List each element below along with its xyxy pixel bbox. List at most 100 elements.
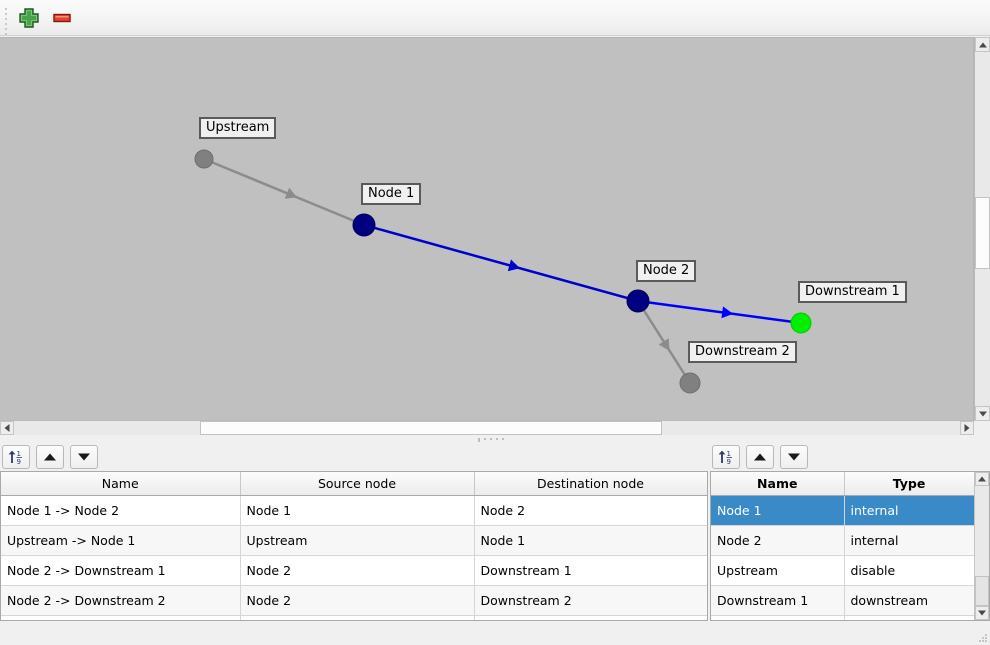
scroll-left-button[interactable] bbox=[0, 421, 14, 435]
nodes-scroll-thumb[interactable] bbox=[975, 576, 989, 606]
node-label-node2[interactable]: Node 2 bbox=[636, 260, 697, 282]
red-minus-delete-icon bbox=[53, 13, 71, 23]
svg-text:1: 1 bbox=[17, 450, 21, 458]
node-label-node1[interactable]: Node 1 bbox=[361, 183, 422, 205]
canvas-vertical-scrollbar[interactable] bbox=[974, 37, 990, 421]
nodes-table-empty-row[interactable] bbox=[711, 615, 975, 620]
nodes-scroll-down-button[interactable] bbox=[975, 606, 989, 620]
edges-cell-destination-node: Node 1 bbox=[474, 525, 707, 556]
horizontal-splitter[interactable] bbox=[0, 435, 990, 443]
column-header-name[interactable]: Name bbox=[1, 472, 241, 496]
scroll-right-button[interactable] bbox=[960, 421, 974, 435]
add-node-button[interactable] bbox=[17, 7, 41, 29]
edges-cell-source-node: Node 2 bbox=[240, 585, 475, 616]
edges-cell-destination-node: Downstream 2 bbox=[474, 585, 707, 616]
graph-drawing bbox=[194, 149, 812, 394]
svg-text:9: 9 bbox=[17, 458, 21, 466]
nodes-scroll-up-button[interactable] bbox=[975, 472, 989, 486]
edges-toolbar: 1 9 bbox=[0, 443, 710, 471]
chevron-up-icon bbox=[978, 42, 987, 47]
status-area bbox=[0, 623, 990, 645]
node-label-downstream1[interactable]: Downstream 1 bbox=[798, 281, 907, 303]
nodes-cell-type: internal bbox=[844, 525, 975, 556]
graph-node-downstream2[interactable] bbox=[679, 372, 701, 394]
edges-cell-source-node: Upstream bbox=[240, 525, 475, 556]
edge-arrowhead-node2-downstream1 bbox=[721, 306, 734, 319]
column-header-name[interactable]: Name bbox=[711, 472, 845, 496]
graph-node-node1[interactable] bbox=[352, 213, 376, 237]
column-header-destination-node[interactable]: Destination node bbox=[474, 472, 707, 496]
edges-sort-button[interactable]: 1 9 bbox=[2, 445, 30, 469]
graph-edge-node1-node2[interactable] bbox=[363, 223, 639, 303]
edges-move-down-button[interactable] bbox=[70, 445, 98, 469]
edges-cell-name: Node 2 -> Downstream 2 bbox=[1, 585, 241, 616]
edges-cell-source-node: Node 1 bbox=[240, 495, 475, 526]
edges-empty-cell bbox=[240, 615, 475, 620]
nodes-cell-name: Upstream bbox=[711, 555, 845, 586]
chevron-down-icon bbox=[978, 610, 986, 616]
edges-cell-name: Upstream -> Node 1 bbox=[1, 525, 241, 556]
canvas-horizontal-scrollbar[interactable] bbox=[0, 420, 974, 435]
triangle-down-icon bbox=[788, 453, 800, 461]
column-header-source-node[interactable]: Source node bbox=[240, 472, 475, 496]
nodes-cell-name: Node 2 bbox=[711, 525, 845, 556]
graph-node-upstream[interactable] bbox=[194, 149, 214, 169]
column-header-type[interactable]: Type bbox=[844, 472, 975, 496]
svg-text:1: 1 bbox=[727, 450, 731, 458]
nodes-move-down-button[interactable] bbox=[780, 445, 808, 469]
nodes-move-up-button[interactable] bbox=[746, 445, 774, 469]
edges-cell-name: Node 1 -> Node 2 bbox=[1, 495, 241, 526]
nodes-vertical-scrollbar[interactable] bbox=[974, 472, 989, 620]
main-toolbar bbox=[0, 0, 990, 36]
nodes-empty-cell bbox=[711, 615, 845, 620]
horizontal-scroll-thumb[interactable] bbox=[200, 421, 662, 435]
svg-text:9: 9 bbox=[727, 458, 731, 466]
graph-edge-upstream-node1[interactable] bbox=[203, 157, 365, 227]
graph-node-node2[interactable] bbox=[626, 289, 650, 313]
nodes-cell-type: disable bbox=[844, 555, 975, 586]
nodes-cell-type: internal bbox=[844, 495, 975, 526]
nodes-cell-name: Node 1 bbox=[711, 495, 845, 526]
sort-icon: 1 9 bbox=[8, 450, 22, 466]
edges-empty-cell bbox=[474, 615, 707, 620]
resize-grip[interactable] bbox=[979, 634, 987, 642]
nodes-sort-button[interactable]: 1 9 bbox=[712, 445, 740, 469]
toolbar-drag-handle[interactable] bbox=[5, 8, 9, 35]
graph-edge-node2-downstream1[interactable] bbox=[637, 299, 802, 325]
node-label-upstream[interactable]: Upstream bbox=[199, 117, 277, 139]
vertical-scroll-thumb[interactable] bbox=[975, 197, 990, 269]
scroll-up-button[interactable] bbox=[975, 37, 990, 52]
node-label-downstream2[interactable]: Downstream 2 bbox=[688, 341, 797, 363]
scroll-down-button[interactable] bbox=[975, 406, 990, 421]
nodes-cell-type: downstream bbox=[844, 585, 975, 616]
edges-move-up-button[interactable] bbox=[36, 445, 64, 469]
edges-table-empty-row[interactable] bbox=[1, 615, 707, 620]
chevron-down-icon bbox=[978, 411, 987, 416]
green-plus-add-icon bbox=[19, 8, 39, 28]
edges-cell-destination-node: Node 2 bbox=[474, 495, 707, 526]
nodes-empty-cell bbox=[844, 615, 975, 620]
triangle-down-icon bbox=[78, 453, 90, 461]
delete-node-button[interactable] bbox=[50, 7, 74, 29]
edge-arrowhead-upstream-node1 bbox=[284, 187, 298, 199]
graph-node-downstream1[interactable] bbox=[790, 312, 812, 334]
edges-cell-destination-node: Downstream 1 bbox=[474, 555, 707, 586]
